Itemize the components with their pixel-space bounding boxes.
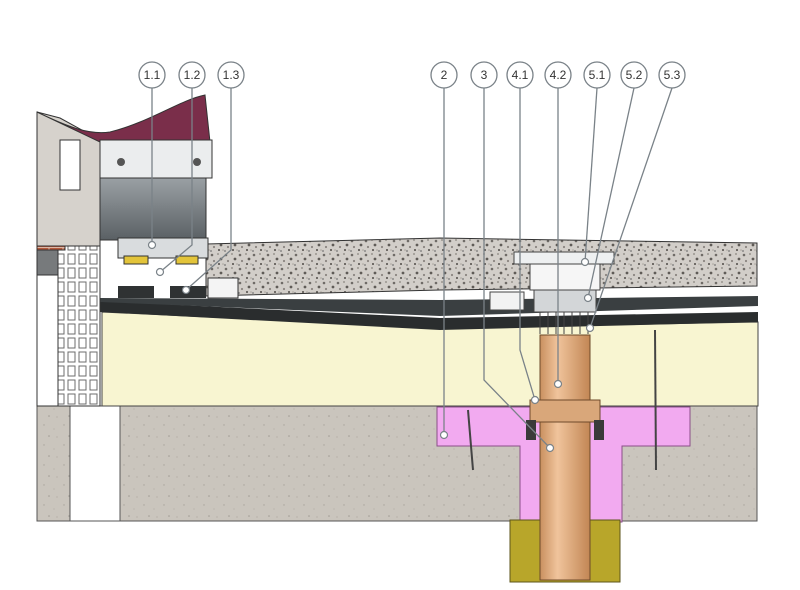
callout-bubble — [430, 61, 458, 89]
callout-bubble — [470, 61, 498, 89]
callout-5-3: 5.3 — [585, 61, 686, 333]
callout-label: 1.2 — [184, 68, 201, 82]
callout-label: 5.1 — [589, 68, 606, 82]
callout-layer: 1.1 1.2 1.3 2 3 4.1 4.2 5.1 5.2 5.3 — [138, 61, 686, 453]
callout-label: 1.3 — [223, 68, 240, 82]
callout-2: 2 — [430, 61, 458, 440]
callout-tip — [553, 379, 563, 389]
callout-tip — [583, 293, 593, 303]
callout-leader — [519, 88, 536, 401]
callout-bubble — [138, 61, 166, 89]
callout-tip — [147, 240, 157, 250]
callout-1-3: 1.3 — [181, 61, 245, 295]
callout-bubble — [217, 61, 245, 89]
callout-leader — [584, 87, 598, 263]
callout-bubble — [620, 61, 648, 89]
callout-3: 3 — [470, 61, 555, 453]
callout-label: 5.2 — [626, 68, 643, 82]
callout-bubble — [658, 61, 686, 89]
callout-tip — [530, 395, 540, 405]
drain-pipe — [526, 334, 604, 581]
callout-tip — [439, 430, 449, 440]
callout-4-1: 4.1 — [506, 61, 540, 405]
callout-bubble — [583, 61, 611, 89]
callout-tip — [155, 267, 165, 277]
callout-leader — [483, 88, 551, 449]
callout-4-2: 4.2 — [544, 61, 572, 389]
callout-leader — [587, 87, 635, 299]
callout-tip — [585, 323, 595, 333]
gravel-ballast — [205, 237, 758, 297]
callout-tip — [580, 257, 590, 267]
coping-cap — [36, 94, 211, 143]
callout-label: 3 — [481, 68, 488, 82]
callout-1-1: 1.1 — [138, 61, 166, 250]
callout-label: 2 — [441, 68, 448, 82]
callout-bubble — [544, 61, 572, 89]
callout-leader — [185, 88, 232, 291]
callout-5-2: 5.2 — [583, 61, 648, 303]
callout-label: 4.1 — [512, 68, 529, 82]
callout-label: 5.3 — [664, 68, 681, 82]
callout-label: 1.1 — [144, 68, 161, 82]
callout-tip — [545, 443, 555, 453]
parapet-wall — [36, 111, 101, 407]
callout-bubble — [178, 61, 206, 89]
callout-leader — [589, 87, 673, 329]
gutter-box — [99, 139, 239, 299]
callout-bubble — [506, 61, 534, 89]
callout-tip — [181, 285, 191, 295]
callout-5-1: 5.1 — [580, 61, 611, 267]
callout-1-2: 1.2 — [155, 61, 206, 277]
anchor-bolts — [467, 329, 657, 471]
callout-leader — [159, 88, 193, 273]
callout-label: 4.2 — [550, 68, 567, 82]
